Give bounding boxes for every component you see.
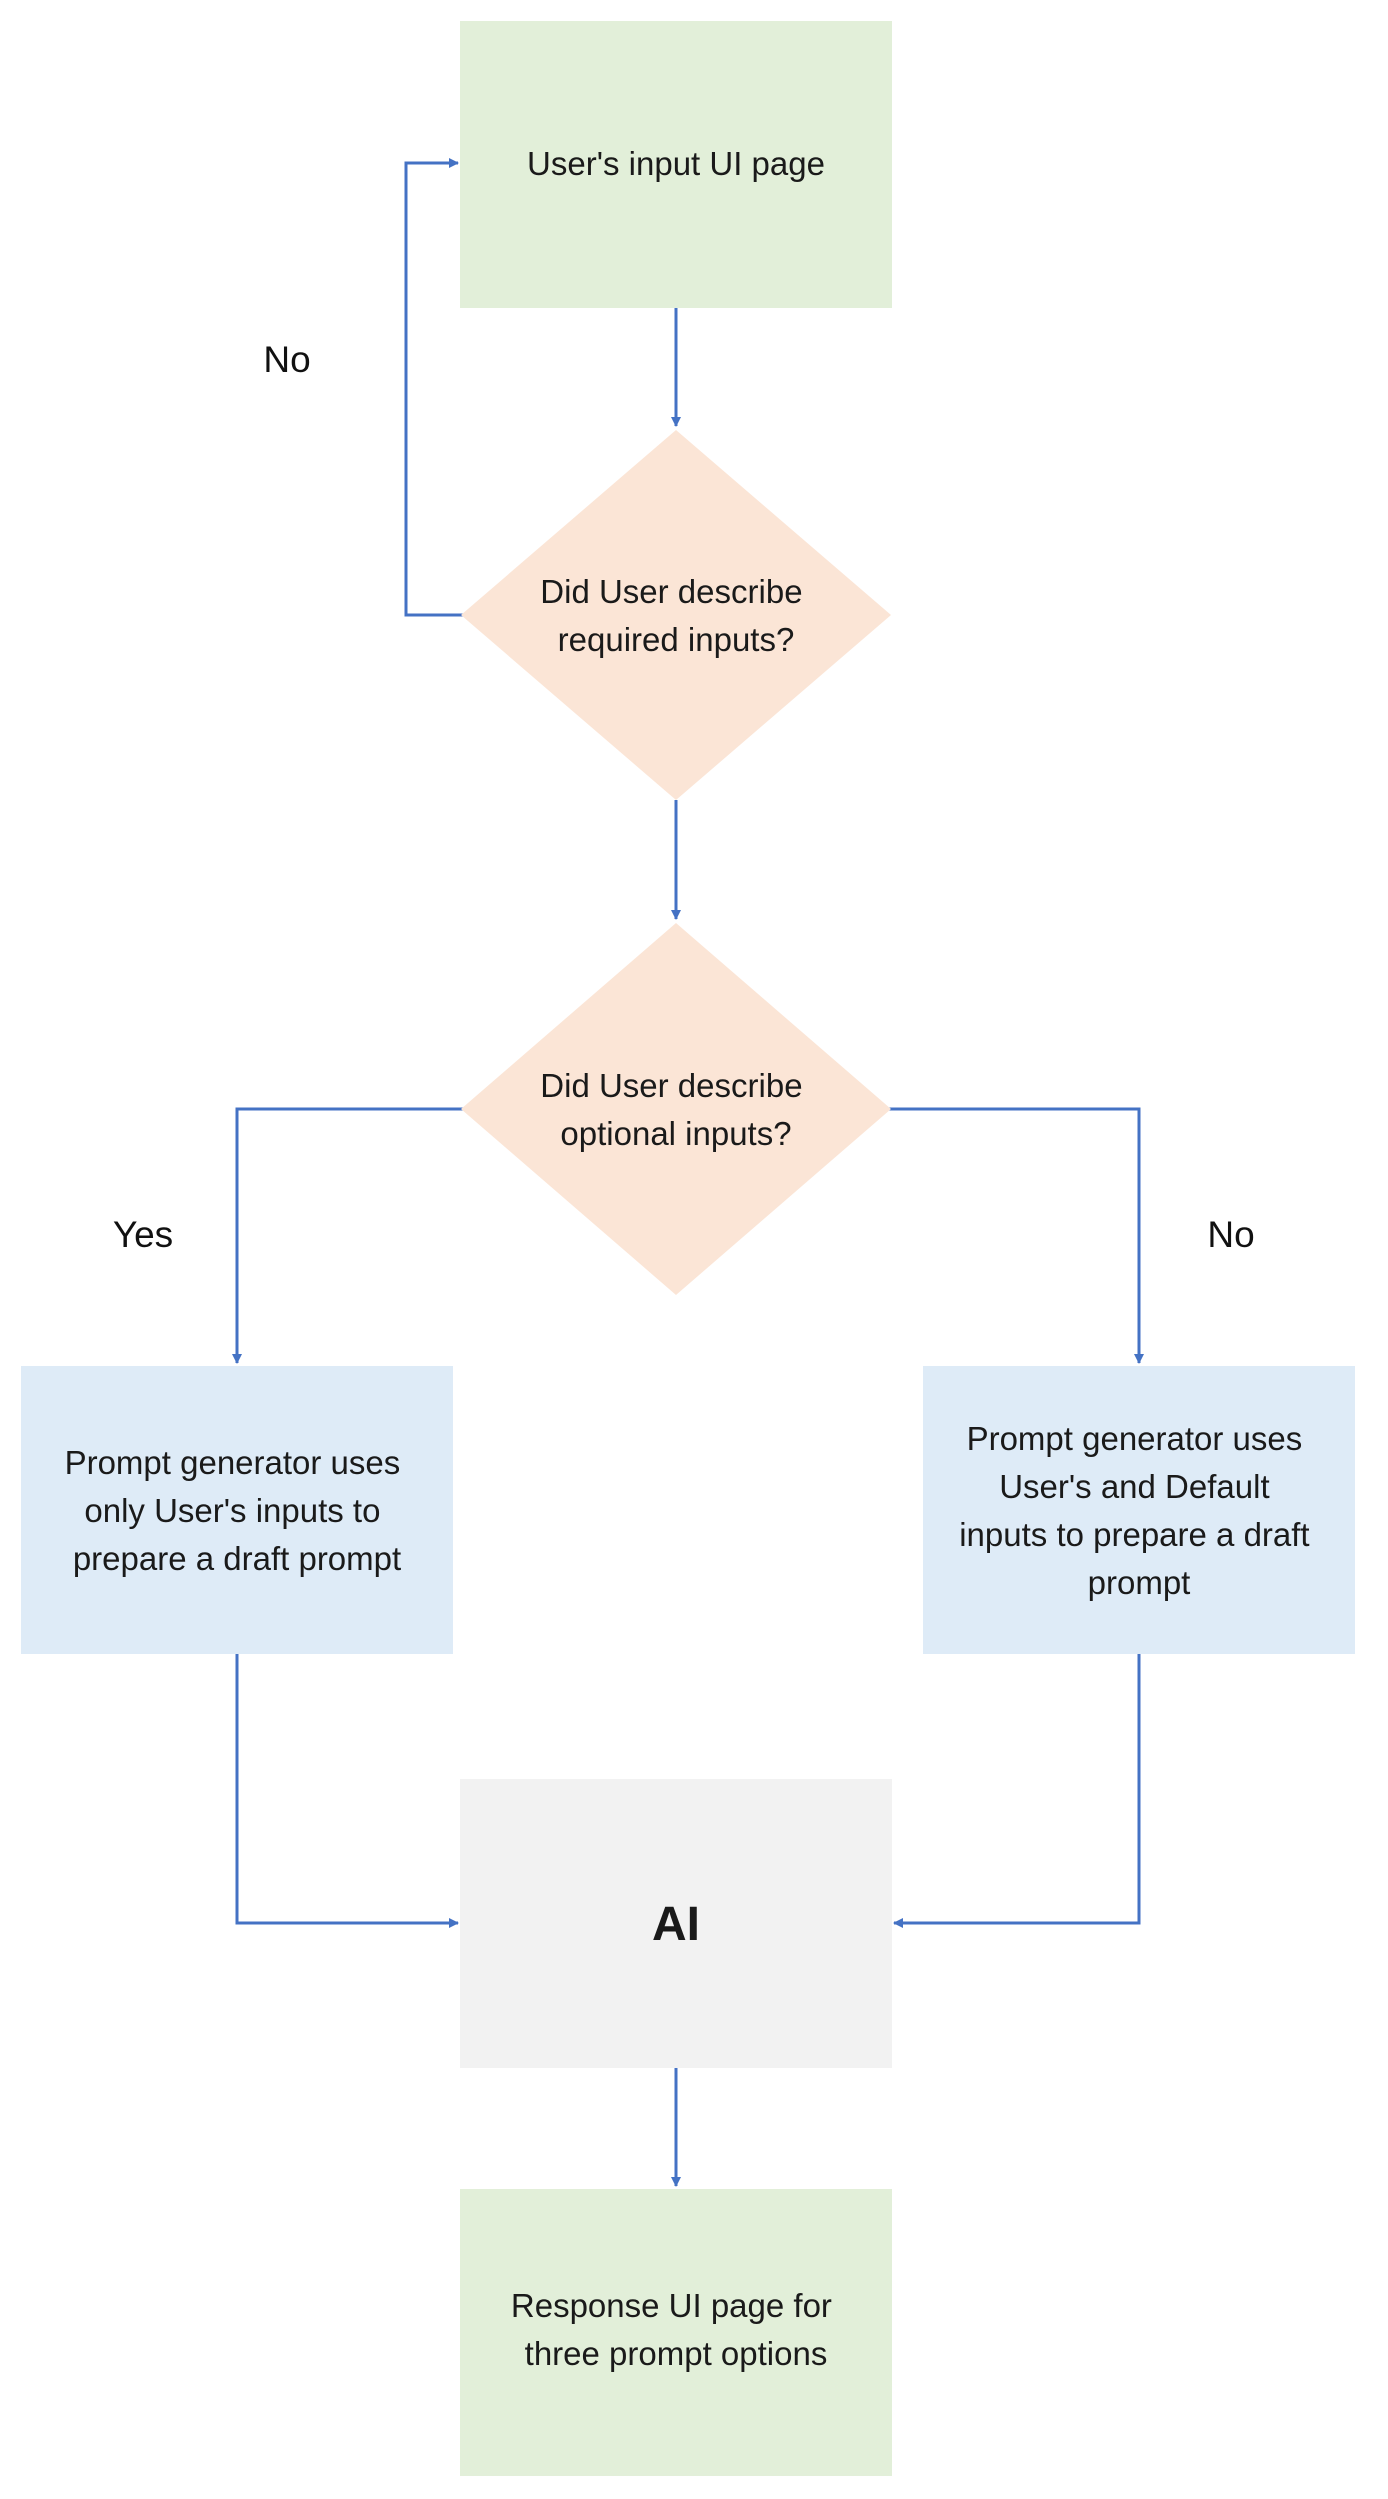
optional-inputs-line: Did User describe	[540, 1067, 802, 1104]
optional-no-label: No	[1207, 1214, 1254, 1255]
user-only-prompt-node	[21, 1366, 453, 1654]
ai-line: AI	[652, 1898, 700, 1951]
ai-text: AI	[652, 1898, 700, 1951]
optional-inputs-text: Did User describe optional inputs?	[540, 1067, 811, 1152]
user-only-prompt-line: Prompt generator uses	[65, 1444, 401, 1481]
user-only-prompt-text: Prompt generator uses only User's inputs…	[65, 1444, 410, 1577]
required-inputs-line: required inputs?	[558, 621, 795, 658]
user-default-prompt-line: inputs to prepare a draft	[959, 1516, 1309, 1553]
optional-inputs-decision	[461, 923, 891, 1295]
ai-node	[460, 1779, 892, 2068]
response-page-node	[460, 2189, 892, 2476]
user-only-prompt-line: only User's inputs to	[84, 1492, 380, 1529]
optional-yes-label: Yes	[113, 1214, 173, 1255]
user-default-prompt-node	[923, 1366, 1355, 1654]
response-page-line: Response UI page for	[511, 2287, 832, 2324]
user-default-prompt-line: prompt	[1088, 1564, 1191, 1601]
user-default-prompt-line: User's and Default	[999, 1468, 1269, 1505]
arrow-optional-yes	[232, 1107, 463, 1364]
required-inputs-line: Did User describe	[540, 573, 802, 610]
required-inputs-text: Did User describe required inputs?	[540, 573, 811, 658]
arrow-required-no-loop	[404, 158, 463, 617]
optional-inputs-line: optional inputs?	[560, 1115, 791, 1152]
response-page-line: three prompt options	[525, 2335, 828, 2372]
connectors	[232, 158, 1144, 2187]
user-default-prompt-text: Prompt generator uses User's and Default…	[959, 1420, 1319, 1601]
user-only-prompt-line: prepare a draft prompt	[73, 1540, 401, 1577]
input-page-node	[460, 21, 892, 308]
arrow-user-default-to-ai	[893, 1654, 1141, 1928]
input-page-text: User's input UI page	[527, 145, 825, 182]
arrow-user-only-to-ai	[235, 1654, 459, 1928]
user-default-prompt-line: Prompt generator uses	[967, 1420, 1303, 1457]
arrow-optional-no	[889, 1107, 1144, 1364]
input-page-line: User's input UI page	[527, 145, 825, 182]
required-no-label: No	[263, 339, 310, 380]
response-page-text: Response UI page for three prompt option…	[511, 2287, 841, 2372]
required-inputs-decision	[461, 430, 891, 800]
